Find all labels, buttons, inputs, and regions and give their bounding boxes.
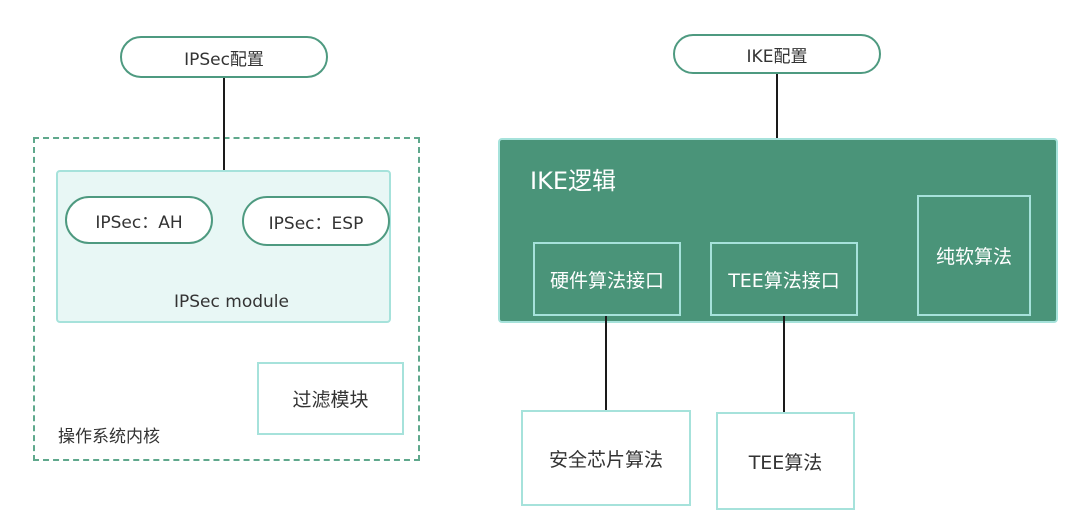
- ipsec-module-label: IPSec module: [174, 292, 289, 312]
- connector-ipsec-config: [223, 78, 225, 170]
- os-kernel-label: 操作系统内核: [58, 427, 160, 447]
- soft-algo-box: 纯软算法: [917, 195, 1031, 316]
- connector-tee: [783, 316, 785, 412]
- soft-algo-label: 纯软算法: [935, 246, 1012, 268]
- chip-algo-box: 安全芯片算法: [521, 410, 691, 506]
- connector-ike-config: [776, 74, 778, 138]
- tee-algo-box: TEE算法: [716, 412, 855, 510]
- ike-logic-panel: [498, 138, 1058, 323]
- filter-module-box: 过滤模块: [257, 362, 404, 435]
- ike-config-label: IKE配置: [746, 46, 808, 67]
- ipsec-ah-node: IPSec：AH: [65, 196, 213, 244]
- ipsec-config-node: IPSec配置: [120, 36, 328, 78]
- filter-module-label: 过滤模块: [292, 389, 369, 411]
- ipsec-module-panel: [56, 170, 391, 323]
- ike-logic-label: IKE逻辑: [530, 167, 616, 195]
- tee-interface-label: TEE算法接口: [728, 269, 840, 292]
- tee-interface-box: TEE算法接口: [710, 242, 858, 316]
- ipsec-config-label: IPSec配置: [184, 49, 264, 70]
- ike-config-node: IKE配置: [673, 34, 881, 74]
- os-kernel-boundary: [33, 137, 420, 461]
- tee-algo-label: TEE算法: [748, 451, 823, 474]
- hw-interface-box: 硬件算法接口: [533, 242, 681, 316]
- ipsec-esp-label: IPSec：ESP: [268, 213, 364, 234]
- ipsec-esp-node: IPSec：ESP: [242, 196, 390, 246]
- connector-hw-chip: [605, 316, 607, 410]
- ipsec-ah-label: IPSec：AH: [95, 212, 183, 233]
- hw-interface-label: 硬件算法接口: [549, 269, 664, 292]
- chip-algo-label: 安全芯片算法: [548, 448, 663, 471]
